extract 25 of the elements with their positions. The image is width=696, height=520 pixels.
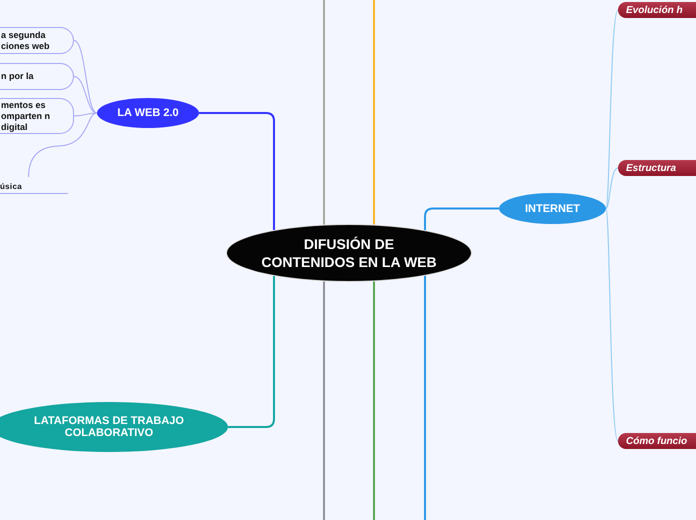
connector-line — [74, 112, 98, 116]
connector-line — [606, 168, 618, 209]
connector-line — [74, 40, 98, 114]
connector-line — [323, 281, 325, 520]
topic-ellipse: LA WEB 2.0 — [97, 98, 199, 128]
subtopic-tab: Evolución h — [618, 2, 696, 18]
connector-line — [606, 10, 618, 209]
subtopic-label: úsica — [0, 177, 68, 194]
connector-line — [606, 208, 618, 442]
connector-line — [424, 276, 426, 520]
subtopic-tab: Cómo funcio — [618, 433, 696, 449]
connector-line — [199, 112, 275, 230]
connector-line — [228, 276, 275, 428]
topic-ellipse: INTERNET — [499, 193, 606, 224]
connector-line — [373, 281, 375, 520]
subtopic-box: mentos es omparten n digital — [0, 98, 74, 134]
connector-line — [373, 0, 375, 225]
connector-line — [74, 76, 98, 114]
central-topic-ellipse: DIFUSIÓN DE CONTENIDOS EN LA WEB — [226, 224, 472, 282]
subtopic-box: a segunda ciones web — [0, 27, 74, 54]
connector-line — [323, 0, 325, 225]
subtopic-tab: Estructura — [618, 160, 696, 176]
subtopic-box: n por la — [0, 63, 74, 90]
connector-line — [28, 112, 98, 178]
topic-ellipse: LATAFORMAS DE TRABAJO COLABORATIVO — [0, 402, 228, 452]
